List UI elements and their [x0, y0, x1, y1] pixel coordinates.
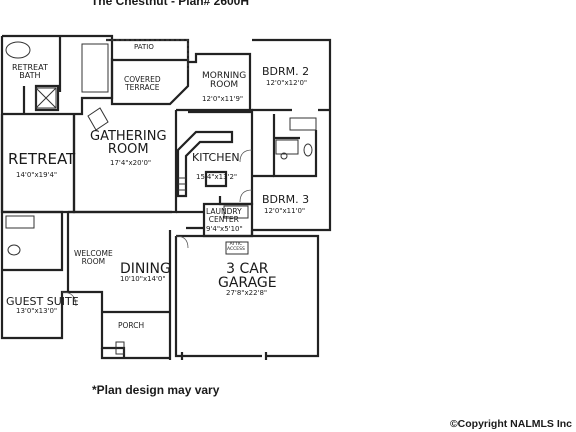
- morning-outline: [188, 52, 252, 114]
- attic-box: [225, 241, 249, 255]
- guest-bath-wall: [2, 210, 64, 272]
- plan-note: *Plan design may vary: [92, 383, 220, 397]
- room-garage-dim: 27'8"x22'8": [226, 289, 268, 297]
- room-bedroom3-label: BDRM. 3: [262, 193, 310, 206]
- room-garage-label: 3 CAR GARAGE: [218, 261, 277, 291]
- attic-access-label: ATTIC ACCESS: [227, 242, 245, 252]
- room-guest-suite-dim: 13'0"x13'0": [16, 307, 58, 315]
- room-dining-label: DINING: [120, 261, 171, 277]
- room-laundry-dim: 9'4"x5'10": [206, 225, 243, 233]
- welcome-walls: [66, 210, 172, 360]
- bath-tub-right-1: [289, 117, 317, 131]
- door-swing-2: [239, 149, 253, 163]
- kitchen-island: [176, 130, 234, 198]
- room-patio-label: PATIO: [134, 43, 154, 51]
- retreat-closet: [81, 43, 109, 93]
- room-dining-dim: 10'10"x14'0": [120, 275, 166, 283]
- door-swing-1: [61, 291, 77, 307]
- bath-tub-right-2: [275, 139, 299, 155]
- room-retreat-bath-label: RETREAT BATH: [12, 63, 48, 80]
- laundry-machines: [223, 205, 249, 219]
- room-welcome-label: WELCOME ROOM: [74, 249, 113, 266]
- porch-steps: [115, 341, 125, 355]
- room-bedroom2-dim: 12'0"x12'0": [266, 79, 308, 87]
- guest-tub: [5, 215, 35, 229]
- retreat-bath-outline: [2, 34, 114, 116]
- kitchen-counter: [204, 170, 228, 188]
- porch-outline: [100, 310, 170, 360]
- fireplace: [87, 107, 109, 131]
- room-guest-suite-label: GUEST SUITE: [6, 295, 79, 308]
- gathering-outline: [72, 110, 178, 214]
- room-laundry-label: LAUNDRY CENTER: [206, 207, 242, 224]
- right-bath-walls: [272, 114, 318, 178]
- door-swing-4: [175, 235, 189, 249]
- room-gathering-dim: 17'4"x20'0": [110, 159, 152, 167]
- room-morning-label: MORNING ROOM: [202, 71, 247, 90]
- room-kitchen-dim: 15'4"x13'2": [196, 173, 238, 181]
- sink-right: [280, 152, 288, 160]
- patio-dashed-outline: [106, 39, 189, 70]
- room-kitchen-label: KITCHEN: [192, 151, 240, 164]
- bath-toilet-right: [303, 143, 313, 157]
- retreat-shower-x: [35, 87, 57, 109]
- retreat-shower: [35, 87, 57, 109]
- garage-door-lines: [180, 352, 268, 360]
- room-bedroom2-label: BDRM. 2: [262, 65, 310, 78]
- left-wing-outline: [0, 36, 126, 358]
- copyright-text: ©Copyright NALMLS Inc: [449, 418, 572, 430]
- room-porch-label: PORCH: [118, 321, 145, 330]
- guest-sink: [7, 244, 21, 256]
- hall-wall: [176, 210, 204, 230]
- room-covered-terrace-label: COVERED TERRACE: [124, 75, 161, 92]
- room-gathering-label: GATHERING ROOM: [90, 129, 167, 157]
- door-swing-3: [239, 189, 253, 203]
- retreat-tub: [5, 41, 31, 59]
- room-morning-dim: 12'0"x11'9": [202, 95, 244, 103]
- room-retreat-dim: 14'0"x19'4": [16, 171, 58, 179]
- stair-left: [178, 177, 186, 191]
- room-retreat-label: RETREAT: [8, 150, 76, 168]
- right-wing-outline: [252, 38, 332, 232]
- terrace-outline: [110, 58, 190, 106]
- room-bedroom3-dim: 12'0"x11'0": [264, 207, 306, 215]
- plan-title: The Chestnut - Plan# 2600H: [90, 0, 250, 8]
